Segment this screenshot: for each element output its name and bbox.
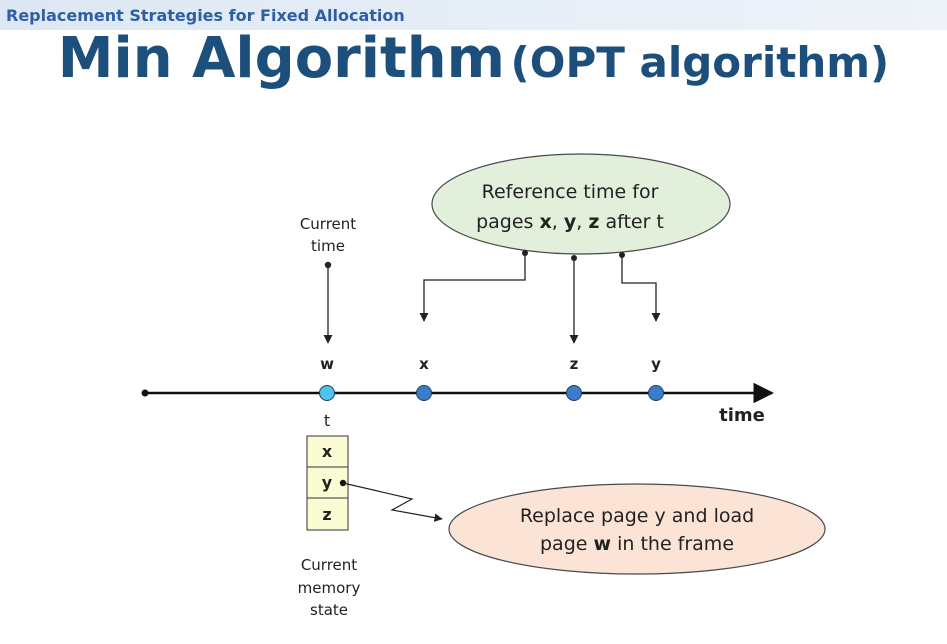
time-point-x	[416, 385, 432, 401]
reference-bubble-line1: Reference time for	[482, 181, 659, 203]
time-point-z	[566, 385, 582, 401]
header-bar	[0, 0, 947, 30]
ref-line2-part0: pages	[476, 211, 539, 233]
point-label-y: y	[651, 355, 661, 373]
point-label-x: x	[419, 355, 429, 373]
ref-line2-part3: y	[564, 211, 577, 233]
current-time-label-line2: time	[311, 237, 345, 255]
main-title-paren: (OPT algorithm)	[510, 38, 890, 87]
replace-bubble-line2: page w in the frame	[540, 533, 734, 555]
ref-arrow-x	[419, 253, 526, 322]
memory-frame-2-label: y	[322, 473, 333, 492]
memory-state-label-line1: Current	[301, 556, 357, 574]
replace-bubble-line1: Replace page y and load	[520, 505, 754, 527]
point-label-z: z	[570, 355, 579, 373]
memory-frame-3	[306, 497, 349, 531]
main-title-text: Min Algorithm	[57, 26, 505, 91]
timeline-axis-label: time	[719, 405, 765, 426]
ref-line2-part1: x	[540, 211, 552, 233]
reference-time-bubble	[431, 153, 731, 255]
section-title: Replacement Strategies for Fixed Allocat…	[6, 6, 405, 25]
reference-bubble-line2: pages x, y, z after t	[476, 211, 664, 233]
memory-state-label-line3: state	[310, 601, 348, 619]
replace-arrow	[342, 482, 443, 522]
ref-line2-part5: z	[588, 211, 599, 233]
main-title: Min Algorithm (OPT algorithm)	[0, 28, 947, 90]
point-label-w: w	[320, 355, 334, 373]
memory-frame-3-label: z	[322, 505, 331, 524]
ref-arrow-y	[621, 255, 661, 322]
ref-line2-part2: ,	[552, 211, 564, 233]
current-time-label-line1: Current	[300, 215, 356, 233]
time-point-y	[648, 385, 664, 401]
memory-state-label-line2: memory	[298, 579, 361, 597]
replace-line2-part0: page	[540, 533, 594, 555]
replace-line2-part2: in the frame	[611, 533, 734, 555]
ref-line2-part6: after t	[599, 211, 663, 233]
ref-line2-part4: ,	[576, 211, 588, 233]
memory-frame-1-label: x	[322, 442, 333, 461]
replace-line2-part1: w	[593, 533, 611, 555]
replace-bubble	[448, 483, 826, 575]
time-point-w	[319, 385, 335, 401]
current-point-label: t	[324, 411, 330, 430]
